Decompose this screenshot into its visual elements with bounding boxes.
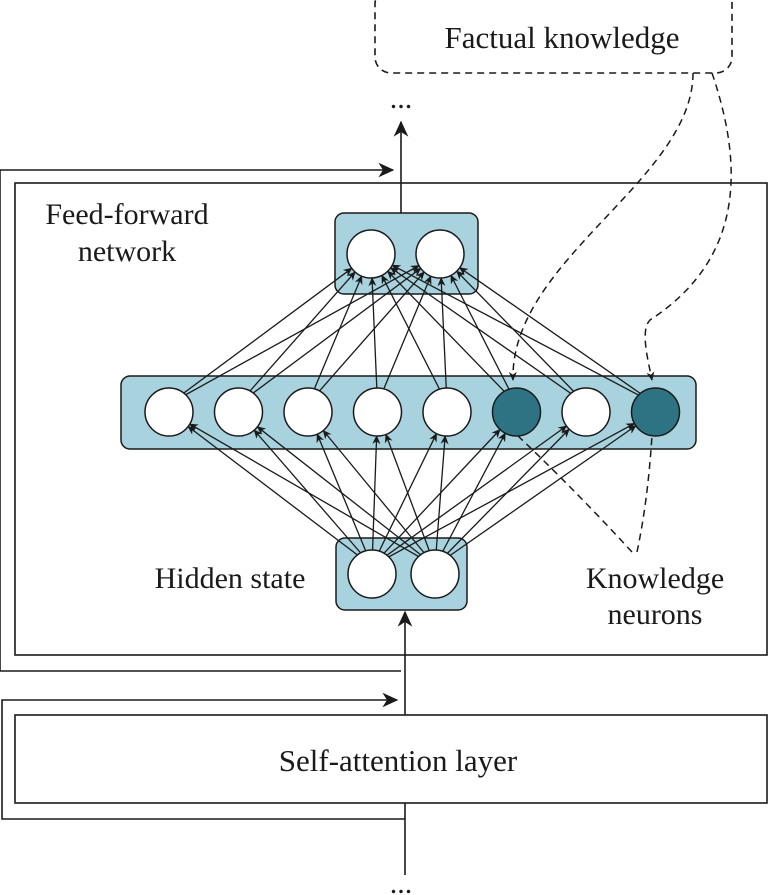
knowledge-neurons-label-line2: neurons: [608, 598, 703, 631]
connection-line: [434, 428, 570, 567]
ffn-label-line1: Feed-forward: [45, 198, 208, 231]
connection-line: [434, 432, 506, 567]
factual-to-neuron-arrow-a: [508, 72, 694, 381]
connection-line: [307, 271, 425, 405]
connection-line: [371, 435, 381, 567]
connection-line: [450, 274, 518, 405]
intermediate-neuron: [352, 387, 403, 437]
connection-line: [387, 270, 517, 405]
connection-line: [376, 275, 432, 405]
knowledge-neuron: [630, 387, 681, 437]
connection-line: [389, 267, 587, 405]
connection-line: [458, 267, 656, 405]
connection-line: [434, 425, 637, 567]
output-neuron: [346, 229, 396, 279]
connection-line: [381, 274, 448, 405]
connection-line: [371, 432, 438, 567]
intermediate-neuron: [144, 387, 194, 437]
ffn-residual-connection: [0, 162, 401, 672]
connection-line: [168, 267, 353, 405]
ffn-label-line2: network: [78, 235, 176, 268]
connection-line: [368, 277, 379, 405]
factual-knowledge-label: Factual knowledge: [444, 20, 679, 55]
bottom-ellipsis: ...: [390, 867, 413, 895]
connection-line: [253, 429, 373, 567]
neurons: [144, 229, 681, 599]
factual-to-neuron-arrow-b: [644, 72, 732, 381]
intermediate-to-output-connections: [168, 264, 656, 405]
connection-line: [187, 425, 373, 567]
ffn-box: [14, 182, 768, 656]
knowledge-neurons-label-line1: Knowledge: [586, 562, 724, 595]
hidden-state-label: Hidden state: [155, 562, 306, 595]
intermediate-neuron: [283, 387, 333, 437]
factual-knowledge-box: [374, 0, 733, 74]
connection-line: [437, 277, 448, 405]
knowledge-label-pointer-b: [636, 434, 653, 553]
intermediate-neuron: [561, 387, 611, 437]
connection-line: [371, 428, 501, 567]
top-ellipsis: ...: [390, 82, 413, 115]
knowledge-label-pointer-a: [516, 434, 633, 553]
connection-line: [168, 265, 420, 405]
self-attention-box: [14, 714, 768, 804]
connection-line: [188, 423, 436, 567]
hidden-neuron: [410, 549, 460, 599]
connection-line: [307, 275, 363, 405]
connection-line: [434, 435, 449, 567]
hidden-to-intermediate-connections: [187, 422, 637, 567]
output-neuron: [415, 229, 465, 279]
connection-line: [238, 271, 356, 405]
connection-line: [256, 426, 436, 567]
hidden-neuron: [347, 549, 397, 599]
connection-line: [384, 433, 436, 567]
self-attention-label: Self-attention layer: [279, 743, 518, 778]
connection-line: [316, 433, 373, 567]
attention-residual-connection: [1, 692, 405, 820]
connection-line: [456, 270, 587, 405]
intermediate-neuron: [213, 387, 264, 437]
connection-line: [391, 264, 656, 405]
connection-line: [322, 429, 436, 567]
knowledge-neuron: [491, 387, 542, 437]
intermediate-neuron: [422, 387, 472, 437]
